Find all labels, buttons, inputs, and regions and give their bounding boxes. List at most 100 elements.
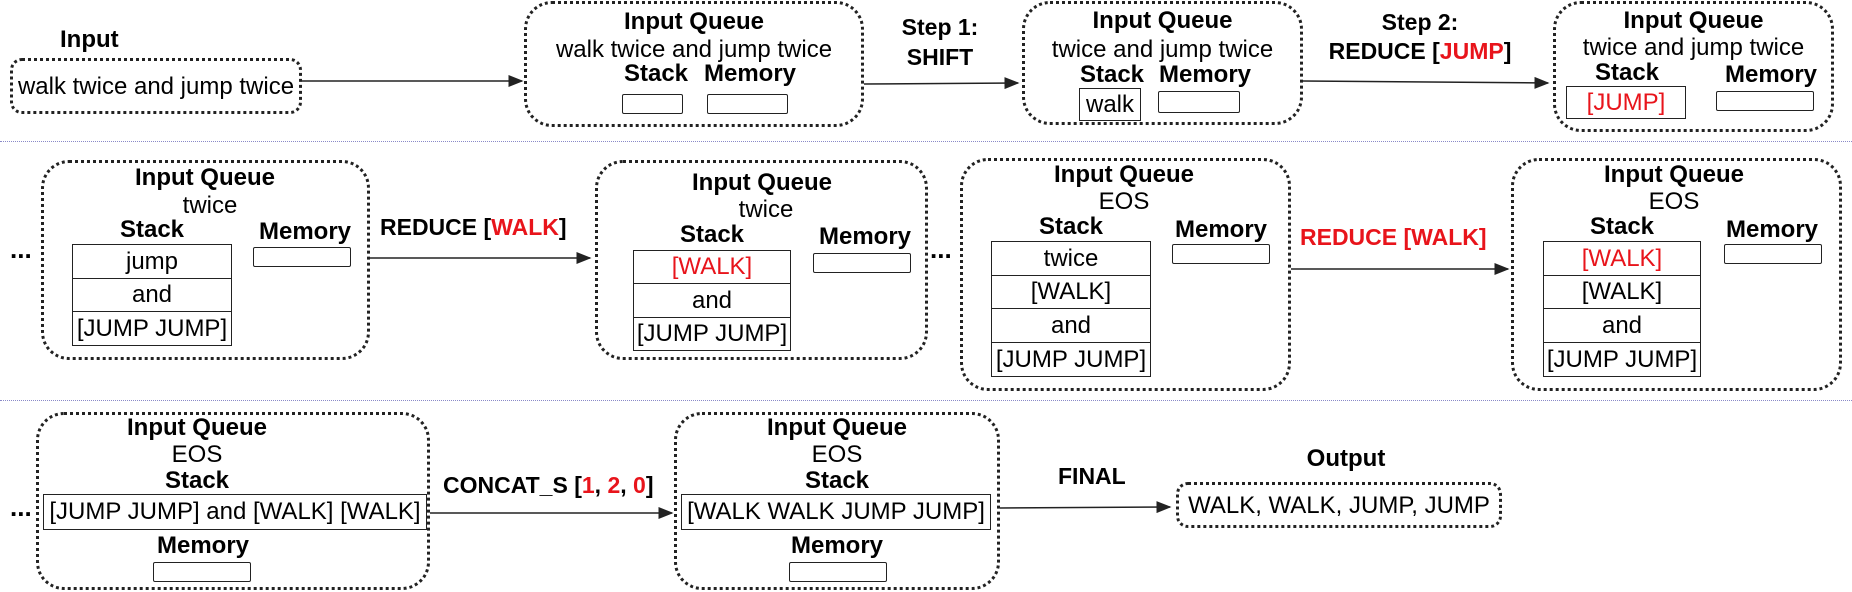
memory-box-3 xyxy=(1716,91,1814,111)
final-label: FINAL xyxy=(1058,463,1126,489)
queue-heading-9: Input Queue xyxy=(767,414,907,441)
memory-box-2 xyxy=(1158,91,1240,113)
memory-box-4 xyxy=(253,247,351,267)
ellipsis-row3-left: ... xyxy=(10,492,32,522)
output-text: WALK, WALK, JUMP, JUMP xyxy=(1188,492,1490,519)
stack-heading-4: Stack xyxy=(119,216,185,243)
stack-heading-2: Stack xyxy=(1079,61,1145,88)
memory-heading-5: Memory xyxy=(818,223,912,250)
stack-heading-3: Stack xyxy=(1594,59,1660,86)
queue-heading-8: Input Queue xyxy=(127,414,267,441)
queue-heading-6: Input Queue xyxy=(1054,161,1194,188)
memory-heading-6: Memory xyxy=(1174,216,1268,243)
queue-content-2: twice and jump twice xyxy=(1051,36,1274,63)
queue-content-9: EOS xyxy=(811,441,863,468)
stack-cell-4-0: jump xyxy=(72,244,232,279)
state-box-2 xyxy=(1022,1,1303,125)
queue-heading-7: Input Queue xyxy=(1604,161,1744,188)
step2-label-line1: Step 2: xyxy=(1381,9,1459,35)
queue-heading-5: Input Queue xyxy=(692,169,832,196)
stack-cell-6-3: [JUMP JUMP] xyxy=(991,342,1151,377)
queue-content-1: walk twice and jump twice xyxy=(555,36,833,63)
memory-heading-1: Memory xyxy=(703,60,797,87)
stack-empty-1 xyxy=(622,94,683,114)
row-separator-1 xyxy=(0,141,1852,142)
stack-cell-7-1: [WALK] xyxy=(1543,275,1701,309)
stack-cell-3-0: [JUMP] xyxy=(1566,86,1686,119)
stack-cell-4-2: [JUMP JUMP] xyxy=(72,311,232,346)
ellipsis-row2-left: ... xyxy=(10,234,32,264)
stack-cell-7-3: [JUMP JUMP] xyxy=(1543,342,1701,377)
input-text: walk twice and jump twice xyxy=(17,73,295,100)
stack-cell-9-0: [WALK WALK JUMP JUMP] xyxy=(681,494,991,530)
memory-box-9 xyxy=(789,562,887,582)
stack-heading-5: Stack xyxy=(679,221,745,248)
memory-heading-8: Memory xyxy=(156,532,250,559)
stack-cell-5-1: and xyxy=(633,283,791,318)
memory-heading-9: Memory xyxy=(790,532,884,559)
queue-content-8: EOS xyxy=(171,441,223,468)
memory-heading-4: Memory xyxy=(258,218,352,245)
state-box-3 xyxy=(1553,1,1834,132)
input-heading: Input xyxy=(60,26,119,53)
step1-label-line1: Step 1: xyxy=(901,14,979,40)
concat-label: CONCAT_S [1, 2, 0] xyxy=(443,472,654,498)
reduce-walk-arg-1: WALK xyxy=(491,214,559,240)
reduce-walk-label-1: REDUCE [WALK] xyxy=(380,214,567,240)
memory-heading-2: Memory xyxy=(1158,61,1252,88)
step1-label-line2: SHIFT xyxy=(906,44,974,70)
queue-content-5: twice xyxy=(738,196,794,223)
stack-heading-8: Stack xyxy=(164,467,230,494)
reduce-walk-label-2: REDUCE [WALK] xyxy=(1300,224,1487,250)
input-box xyxy=(10,58,302,114)
queue-content-6: EOS xyxy=(1098,188,1150,215)
memory-box-5 xyxy=(813,253,911,273)
memory-box-1 xyxy=(707,94,788,114)
state-box-1 xyxy=(524,1,864,127)
stack-cell-6-2: and xyxy=(991,308,1151,343)
stack-heading-7: Stack xyxy=(1589,213,1655,240)
stack-cell-2-0: walk xyxy=(1079,88,1141,121)
memory-heading-3: Memory xyxy=(1724,61,1818,88)
output-box xyxy=(1176,482,1502,528)
state-box-7 xyxy=(1511,158,1842,391)
queue-content-4: twice xyxy=(182,192,238,219)
step2-label-line2: REDUCE [JUMP] xyxy=(1328,38,1512,64)
arrow-s9-to-output xyxy=(999,501,1172,514)
concat-arg-2: 2 xyxy=(607,472,621,498)
stack-cell-5-2: [JUMP JUMP] xyxy=(633,317,791,351)
queue-heading-2: Input Queue xyxy=(1092,7,1233,34)
row-separator-2 xyxy=(0,400,1852,401)
arrow-s1-to-s2 xyxy=(863,77,1020,90)
stack-cell-4-1: and xyxy=(72,278,232,312)
state-box-4 xyxy=(41,160,370,360)
stack-cell-7-2: and xyxy=(1543,308,1701,343)
queue-heading-4: Input Queue xyxy=(135,164,275,191)
memory-box-6 xyxy=(1172,244,1270,264)
arrow-s2-to-s3 xyxy=(1302,76,1550,89)
queue-heading-3: Input Queue xyxy=(1623,7,1764,34)
state-box-5 xyxy=(595,160,928,360)
state-box-6 xyxy=(960,158,1291,391)
queue-content-3: twice and jump twice xyxy=(1582,34,1805,61)
state-box-9 xyxy=(674,412,1000,590)
stack-cell-6-1: [WALK] xyxy=(991,275,1151,309)
memory-heading-7: Memory xyxy=(1725,216,1819,243)
stack-cell-6-0: twice xyxy=(991,241,1151,276)
stack-heading-1: Stack xyxy=(623,60,689,87)
stack-cell-5-0: [WALK] xyxy=(633,250,791,284)
concat-arg-3: 0 xyxy=(633,472,646,498)
stack-cell-7-0: [WALK] xyxy=(1543,241,1701,276)
memory-box-7 xyxy=(1724,244,1822,264)
queue-heading-1: Input Queue xyxy=(624,8,764,35)
ellipsis-row2-mid: ... xyxy=(930,234,952,264)
memory-box-8 xyxy=(153,562,251,582)
concat-arg-1: 1 xyxy=(581,472,595,498)
output-heading: Output xyxy=(1306,445,1386,472)
stack-heading-9: Stack xyxy=(804,467,870,494)
state-box-8 xyxy=(36,412,430,590)
stack-cell-8-0: [JUMP JUMP] and [WALK] [WALK] xyxy=(43,494,427,530)
stack-heading-6: Stack xyxy=(1038,213,1104,240)
step2-arg: JUMP xyxy=(1439,38,1504,64)
